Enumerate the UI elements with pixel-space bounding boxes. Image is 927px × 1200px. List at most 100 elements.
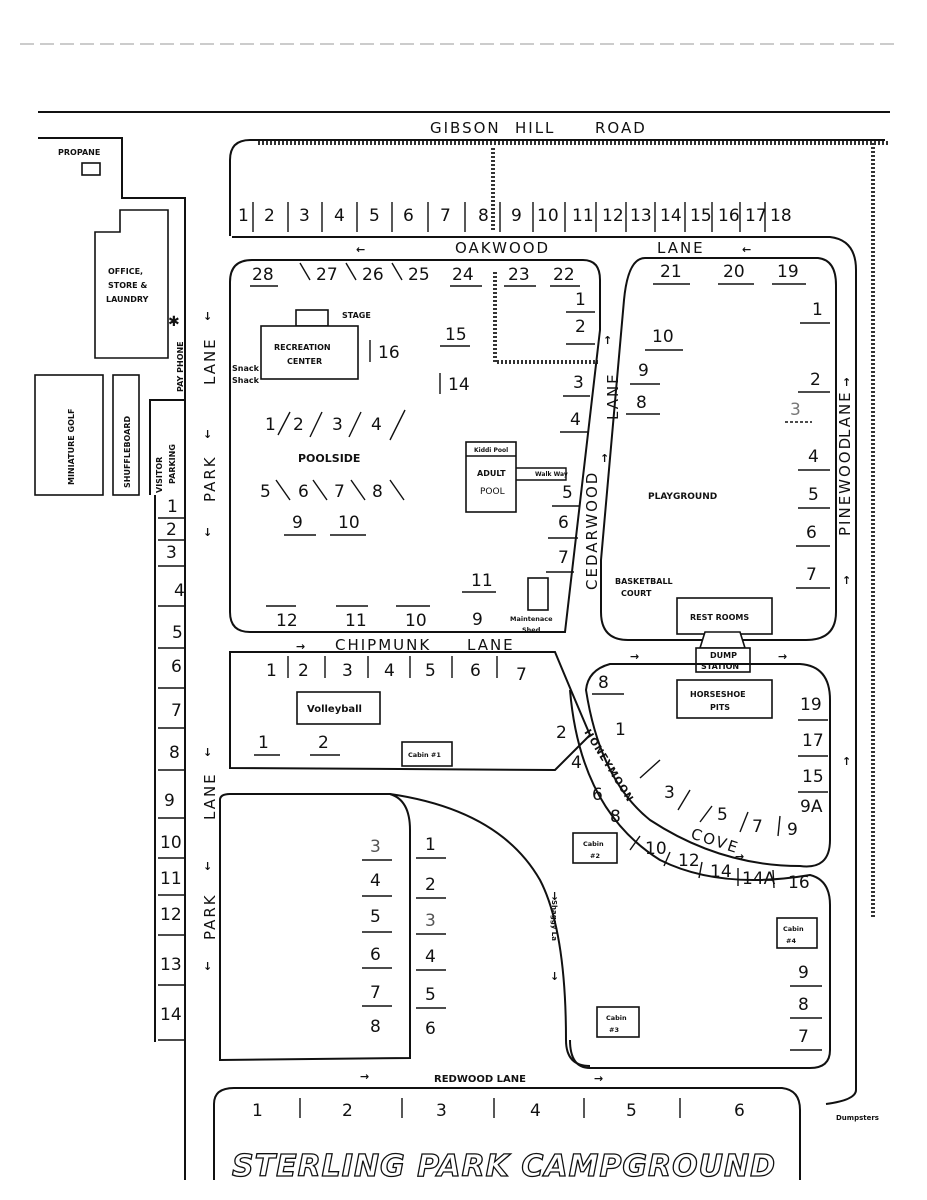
arrow-down-icon: ↓ [203, 310, 212, 323]
road-label-honeymoon: HONEYMOON [581, 728, 635, 805]
site: 7 [752, 817, 763, 837]
road-label-park-lane-upper: LANE [201, 337, 219, 385]
site: 23 [508, 265, 530, 285]
road-label-redwood: REDWOOD LANE [434, 1074, 526, 1085]
site: 10 [160, 833, 182, 853]
site: 27 [316, 265, 338, 285]
honeymoon-sites: 8 1 2 4 6 8 3 10 12 14 14A 16 5 7 9 9A 1… [556, 673, 828, 893]
dumpsters-label: Dumpsters [836, 1114, 879, 1122]
site: 5 [425, 661, 436, 681]
cabin4-label-2: #4 [786, 937, 796, 945]
site: 25 [408, 265, 430, 285]
arrow-right-icon: → [630, 650, 639, 663]
site: 3 [436, 1101, 447, 1121]
cabin2-label-2: #2 [590, 852, 600, 860]
site: 6 [298, 482, 309, 502]
dump-label-1: DUMP [710, 651, 737, 660]
site: 24 [452, 265, 474, 285]
site: 4 [370, 871, 381, 891]
site: 8 [598, 673, 609, 693]
site: 20 [723, 262, 745, 282]
site: 8 [636, 393, 647, 413]
site: 1 [812, 300, 823, 320]
maint-label-1: Maintenace [510, 615, 553, 623]
road-label-hill: HILL [515, 119, 555, 137]
office-label-3: LAUNDRY [106, 295, 149, 304]
arrow-up-icon: ↑ [842, 574, 851, 587]
snack-label-2: Shack [232, 376, 260, 385]
site: 11 [572, 206, 594, 226]
maintenance-shed [527, 577, 549, 611]
road-label-shaggy: Shaggy La [550, 900, 558, 941]
site: 17 [802, 731, 824, 751]
center-left-sites: 3 4 5 6 7 8 [362, 837, 392, 1037]
cabin3-label-1: Cabin [606, 1014, 627, 1022]
site: 9 [164, 791, 175, 811]
site: 10 [405, 611, 427, 631]
site: 18 [770, 206, 792, 226]
fence-pool [493, 272, 598, 364]
site: 5 [172, 623, 183, 643]
dump-station [695, 647, 751, 673]
site: 2 [425, 875, 436, 895]
site: 4 [530, 1101, 541, 1121]
site: 3 [664, 783, 675, 803]
site: 2 [264, 206, 275, 226]
site: 4 [570, 410, 581, 430]
site: 19 [777, 262, 799, 282]
office-label-1: OFFICE, [108, 267, 143, 276]
road-label-oakwood-lane: LANE [657, 239, 705, 257]
site: 5 [562, 483, 573, 503]
site: 9 [511, 206, 522, 226]
site: 13 [160, 955, 182, 975]
arrow-down-icon: ↓ [550, 890, 559, 903]
shuffleboard-court [112, 374, 140, 496]
site: 22 [553, 265, 575, 285]
site: 10 [338, 513, 360, 533]
road-label-chipmunk: CHIPMUNK [335, 636, 431, 654]
site: 7 [558, 548, 569, 568]
site: 12 [276, 611, 298, 631]
honeymoon-inner [584, 663, 831, 868]
site: 3 [299, 206, 310, 226]
site: 9 [787, 820, 798, 840]
site: 2 [293, 415, 304, 435]
site: 7 [798, 1027, 809, 1047]
road-label-park-lane-lower: LANE [201, 772, 219, 820]
site: 2 [810, 370, 821, 390]
arrow-down-icon: ↓ [203, 428, 212, 441]
site: 28 [252, 265, 274, 285]
restrooms-label: REST ROOMS [690, 613, 749, 622]
road-label-cedarwood: CEDARWOOD [583, 471, 601, 590]
rec-label-2: CENTER [287, 357, 322, 366]
cabin4-label-1: Cabin [783, 925, 804, 933]
arrow-left-icon: ← [742, 243, 751, 256]
horseshoe-label-2: PITS [710, 703, 730, 712]
site: 14A [742, 869, 776, 889]
stage-label: STAGE [342, 311, 371, 320]
oakwood-north-sites: 1 2 3 4 5 6 7 8 9 10 11 12 13 14 15 16 1… [238, 202, 792, 232]
walkway-label: Walk Way [535, 471, 568, 478]
site: 11 [345, 611, 367, 631]
site: 4 [808, 447, 819, 467]
site: 21 [660, 262, 682, 282]
visitor-label-1: VISITOR [155, 457, 164, 493]
road-label-oakwood: OAKWOOD [455, 239, 550, 257]
road-label-park-lower: PARK [201, 893, 219, 940]
arrow-down-icon: ↓ [203, 526, 212, 539]
site: 7 [516, 665, 527, 685]
site: 3 [425, 911, 436, 931]
dumpster-drive [825, 1089, 857, 1105]
site: 8 [610, 807, 621, 827]
mini-golf-label: MINIATURE GOLF [67, 409, 76, 485]
site: 1 [258, 733, 269, 753]
office-area: PROPANE OFFICE, STORE & LAUNDRY PAY PHON… [38, 137, 186, 1180]
pinewood-east-edge [232, 236, 857, 1090]
site: 2 [298, 661, 309, 681]
site: 15 [445, 325, 467, 345]
site: 8 [478, 206, 489, 226]
site: 7 [334, 482, 345, 502]
road-label-cedar-lane: LANE [604, 372, 622, 420]
site: 5 [260, 482, 271, 502]
site: 16 [718, 206, 740, 226]
